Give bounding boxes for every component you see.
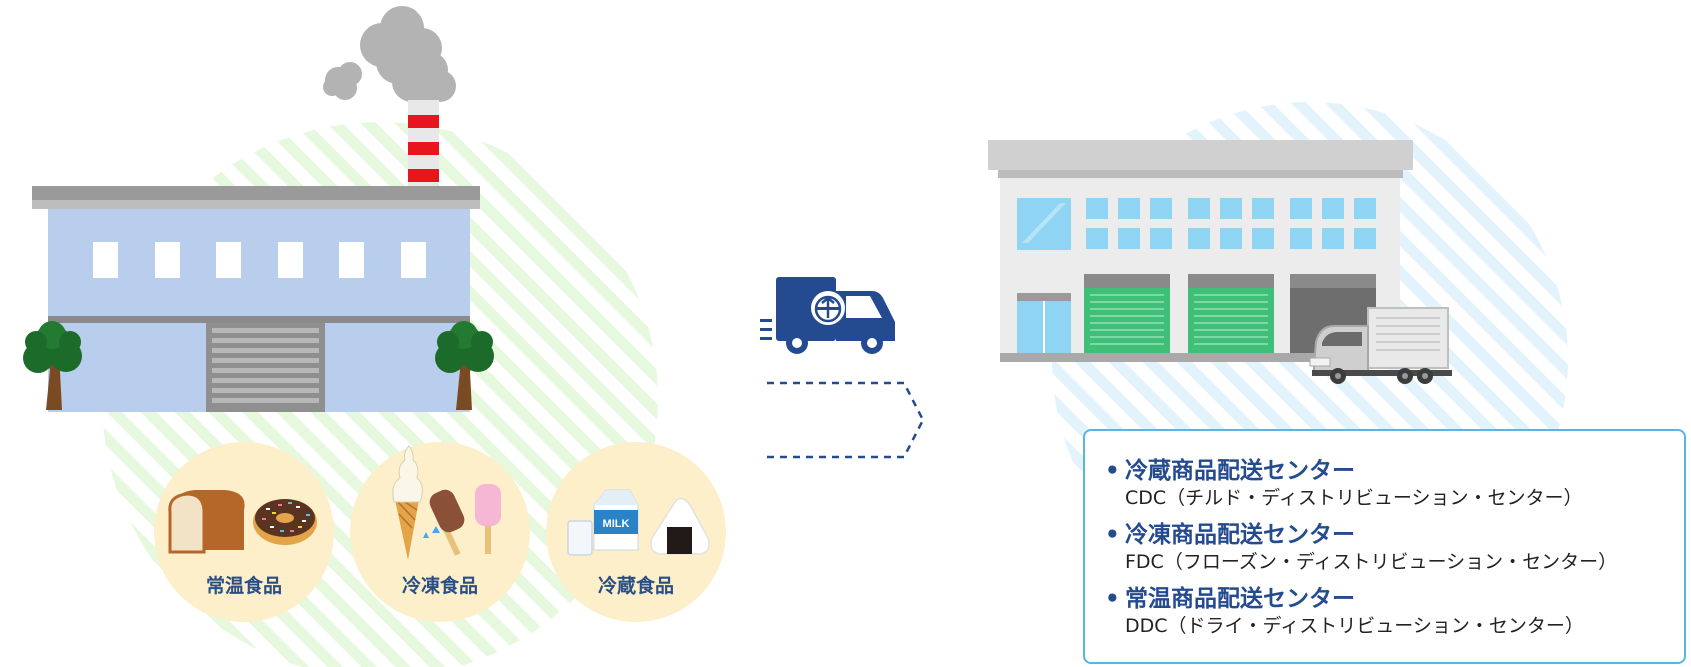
category-label-ambient: 常温食品 bbox=[205, 575, 282, 597]
factory-icon bbox=[23, 6, 494, 412]
smoke-icon bbox=[323, 6, 456, 109]
category-label-frozen: 冷凍食品 bbox=[401, 575, 478, 597]
donut-icon bbox=[253, 499, 317, 545]
ice-pop-icon bbox=[423, 484, 501, 556]
tree-icon bbox=[435, 321, 494, 410]
milk-carton-icon: MILK bbox=[567, 489, 639, 556]
center-subtitle: FDC（フローズン・ディストリビューション・センター） bbox=[1125, 551, 1618, 573]
tree-icon bbox=[23, 321, 82, 410]
category-label-chilled: 冷蔵食品 bbox=[597, 575, 674, 597]
delivery-truck-icon bbox=[760, 277, 895, 354]
flow-arrow-icon bbox=[767, 381, 925, 459]
bullet: • bbox=[1105, 458, 1120, 484]
bread-icon bbox=[168, 490, 245, 554]
center-item-frozen: •冷凍商品配送センター FDC（フローズン・ディストリビューション・センター） bbox=[1105, 521, 1685, 575]
company-logo-icon bbox=[811, 291, 845, 325]
center-subtitle: DDC（ドライ・ディストリビューション・センター） bbox=[1125, 615, 1584, 637]
center-item-ambient: •常温商品配送センター DDC（ドライ・ディストリビューション・センター） bbox=[1105, 585, 1685, 639]
center-title: 冷凍商品配送センター bbox=[1125, 522, 1355, 548]
bullet: • bbox=[1105, 522, 1120, 548]
center-item-chilled: •冷蔵商品配送センター CDC（チルド・ディストリビューション・センター） bbox=[1105, 457, 1685, 511]
center-title: 常温商品配送センター bbox=[1125, 586, 1355, 612]
distribution-center-list: •冷蔵商品配送センター CDC（チルド・ディストリビューション・センター） •冷… bbox=[1083, 429, 1686, 664]
truck-icon bbox=[1309, 307, 1452, 384]
milk-label: MILK bbox=[603, 518, 630, 530]
soft-serve-icon bbox=[392, 445, 423, 560]
bullet: • bbox=[1105, 586, 1120, 612]
onigiri-icon bbox=[650, 497, 710, 555]
center-subtitle: CDC（チルド・ディストリビューション・センター） bbox=[1125, 487, 1583, 509]
center-title: 冷蔵商品配送センター bbox=[1125, 458, 1355, 484]
